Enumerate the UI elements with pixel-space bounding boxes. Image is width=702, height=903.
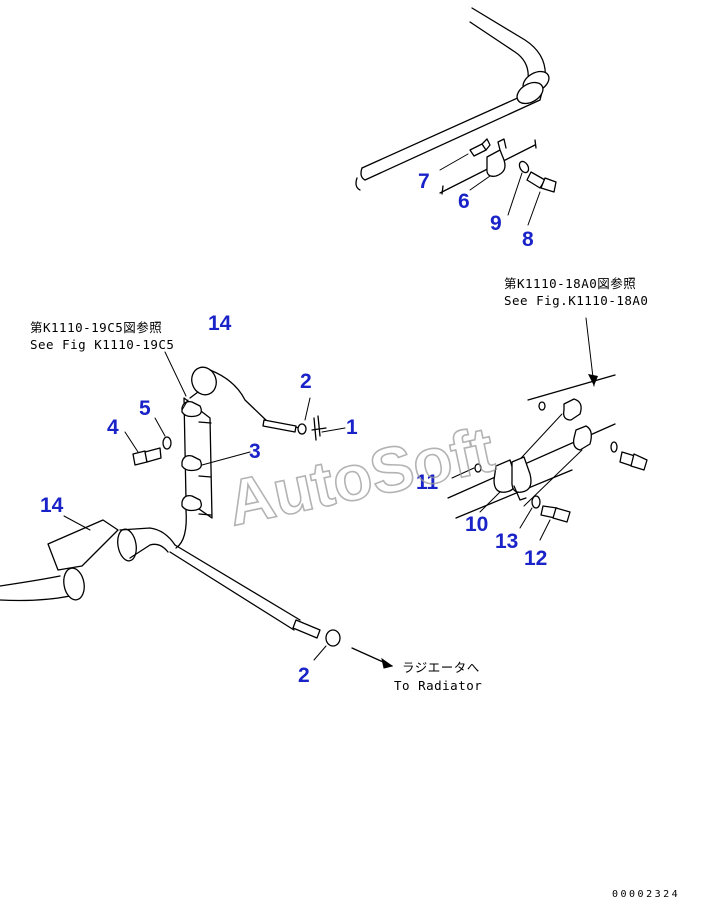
part-7-spacer [439,138,491,171]
callout-4: 4 [107,416,119,439]
callout-11: 11 [416,471,439,494]
left-ref-japanese: 第K1110-19C5図参照 [30,320,162,335]
part-9-washer [507,160,530,216]
bracket-plate [181,397,213,519]
radiator-english: To Radiator [394,678,482,693]
part-2-upper-pin [262,397,311,435]
callout-5: 5 [139,397,151,420]
left-ref-leader [164,351,187,397]
callout-1: 1 [346,416,358,439]
right-clamp-assembly [447,317,648,541]
part-1-clip [311,415,346,441]
callout-8: 8 [522,228,534,251]
radiator-japanese: ラジエータへ [402,660,480,675]
callout-7: 7 [418,170,430,193]
part-2-lower-pin [292,619,341,661]
part-14-upper-tube [181,366,301,429]
reference-texts: 第K1110-19C5図参照 See Fig K1110-19C5 第K1110… [30,276,648,693]
part-3-leader [201,451,251,466]
callout-14-upper: 14 [208,312,232,335]
callout-2-lower: 2 [298,664,310,687]
right-ref-english: See Fig.K1110-18A0 [504,293,648,308]
callout-9: 9 [490,212,502,235]
callout-10: 10 [465,513,488,536]
watermark-text: AutoSoft [221,413,500,540]
top-pipe-assembly [355,7,550,195]
part-6-clamp [469,138,507,191]
right-ref-japanese: 第K1110-18A0図参照 [504,276,636,291]
part-5-washer [154,417,172,450]
part-4-bolt [124,431,162,466]
callout-6: 6 [458,190,470,213]
callout-14-lower: 14 [40,494,64,517]
callout-2-upper: 2 [300,370,312,393]
callout-13: 13 [495,530,518,553]
radiator-arrow [351,647,394,669]
lower-hose-assembly [0,509,301,631]
callout-3: 3 [249,440,261,463]
document-number: 00002324 [612,889,680,900]
part-8-bolt [526,171,557,226]
callout-labels: 7 6 9 8 14 2 1 3 5 4 14 2 11 10 13 12 [40,170,547,687]
callout-12: 12 [524,547,547,570]
left-ref-english: See Fig K1110-19C5 [30,337,174,352]
